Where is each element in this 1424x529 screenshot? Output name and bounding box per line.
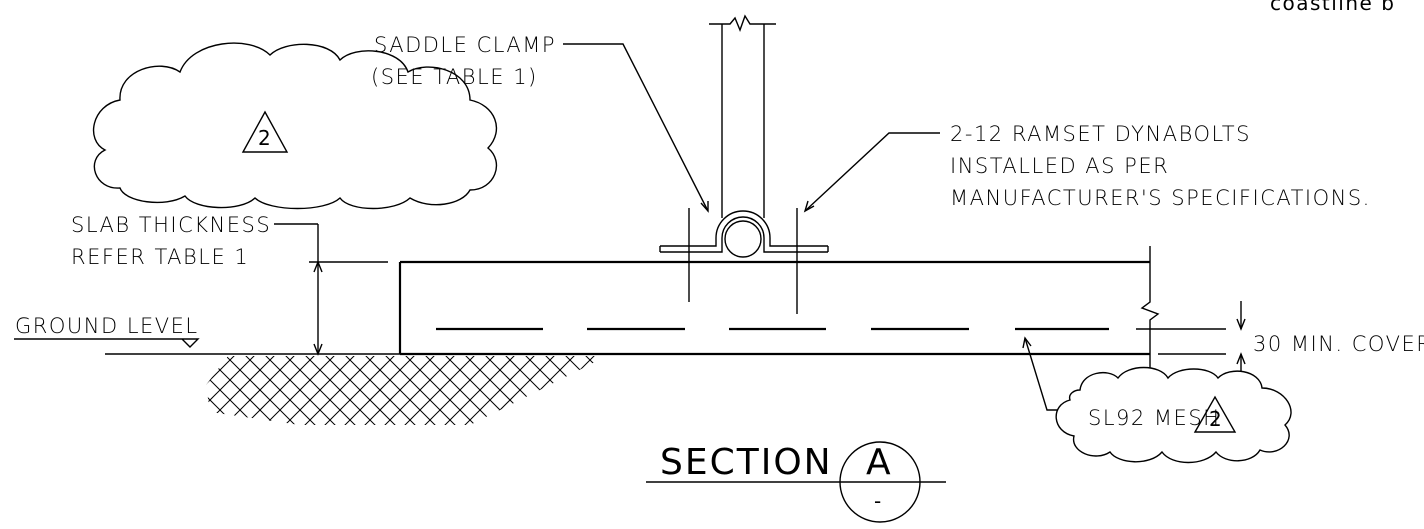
saddle-clamp-label: SADDLE CLAMP — [374, 33, 556, 57]
dynabolts-label-line3: MANUFACTURER'S SPECIFICATIONS. — [950, 186, 1371, 210]
section-word: SECTION — [660, 442, 833, 483]
svg-text:2: 2 — [258, 126, 272, 150]
slab-thickness-dimension — [274, 223, 388, 356]
corner-text: coastline b — [1270, 0, 1395, 15]
min-cover-dimension — [1136, 301, 1246, 384]
revision-cloud-left — [92, 42, 498, 210]
section-title: SECTION A - — [646, 441, 946, 523]
dynabolts-label-line2: INSTALLED AS PER — [950, 154, 1169, 178]
revision-triangle-icon: 2 — [1193, 395, 1237, 433]
revision-cloud-mesh — [1055, 366, 1292, 464]
concrete-slab — [398, 246, 1160, 372]
dynabolts-label-line1: 2-12 RAMSET DYNABOLTS — [950, 122, 1251, 146]
ground-level-label: GROUND LEVEL — [15, 314, 199, 338]
min-cover-label: 30 MIN. COVER — [1253, 332, 1424, 356]
slab-thickness-label: SLAB THICKNESS — [71, 213, 271, 237]
vertical-pipe — [709, 14, 776, 218]
section-letter: A — [866, 442, 893, 483]
mesh-label: SL92 MESH — [1088, 406, 1220, 430]
leaders — [563, 43, 1060, 411]
slab-thickness-ref-label: REFER TABLE 1 — [71, 245, 249, 269]
revision-triangle-icon: 2 — [241, 110, 289, 153]
ground — [14, 338, 595, 425]
svg-text:2: 2 — [1209, 407, 1223, 431]
section-sheet: - — [874, 489, 883, 513]
saddle-clamp-ref-label: (SEE TABLE 1) — [371, 65, 538, 89]
